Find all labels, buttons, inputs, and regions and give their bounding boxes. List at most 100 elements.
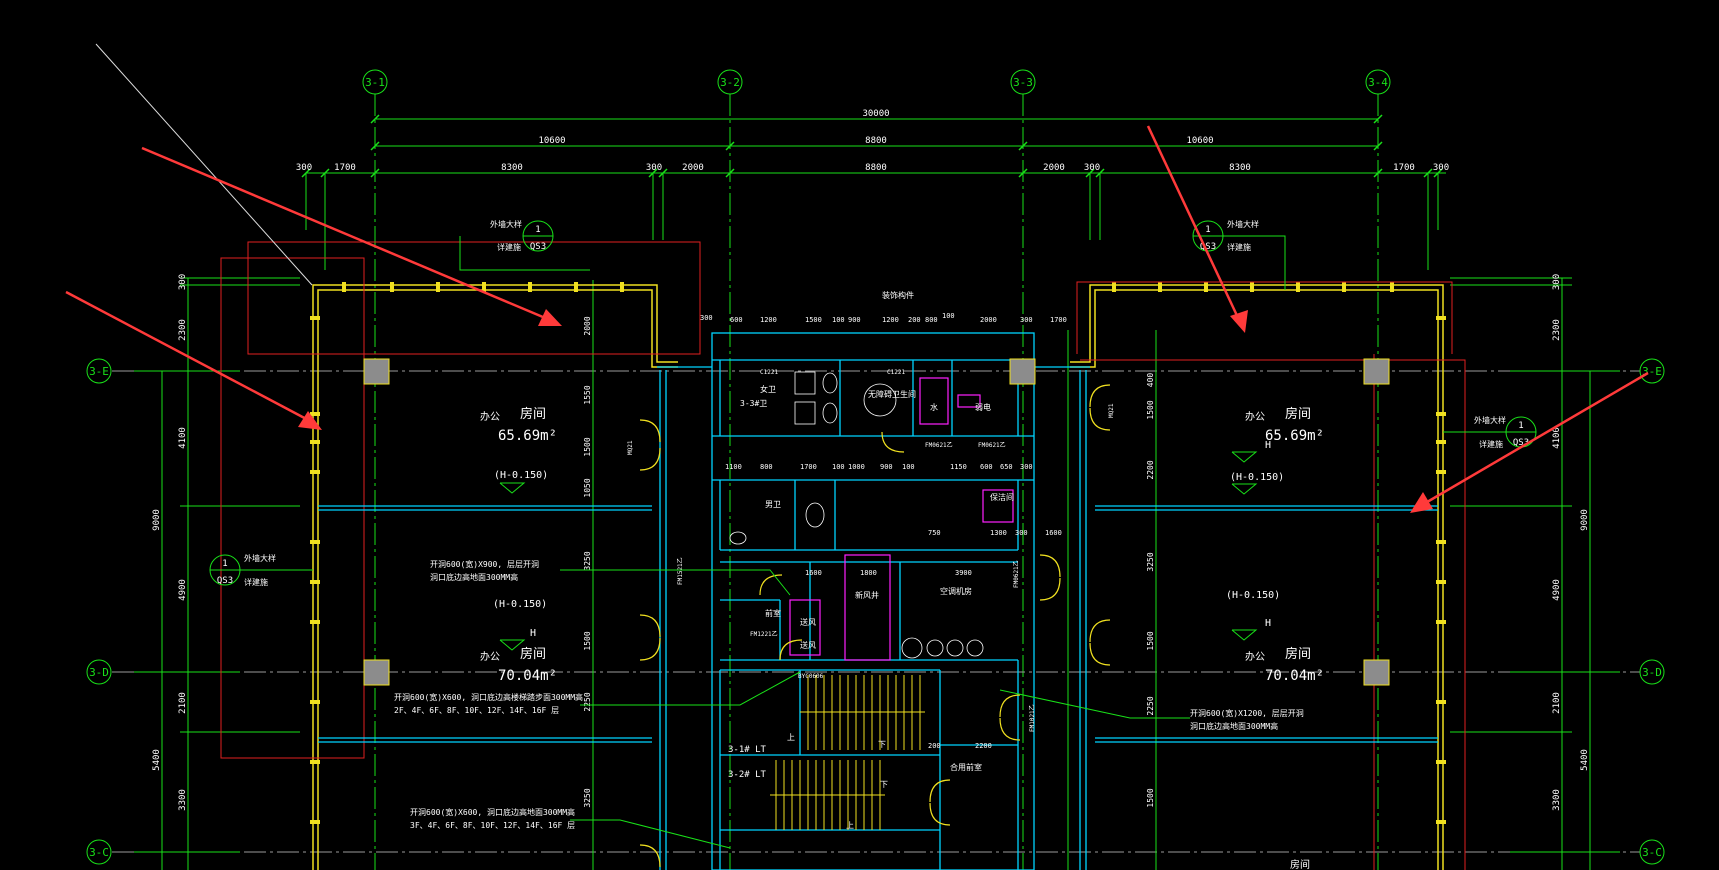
svg-text:600: 600 <box>730 316 743 324</box>
svg-text:无障碍卫生间: 无障碍卫生间 <box>868 389 916 399</box>
axis-bubble-3-1: 3-1 <box>362 69 388 95</box>
svg-text:MQ21: MQ21 <box>1108 403 1115 418</box>
svg-text:1500: 1500 <box>1146 631 1155 650</box>
svg-text:FM0621乙: FM0621乙 <box>1013 560 1020 588</box>
svg-text:1550: 1550 <box>583 385 592 404</box>
svg-text:750: 750 <box>928 529 941 537</box>
svg-text:3-1# LT: 3-1# LT <box>728 745 767 755</box>
svg-text:下: 下 <box>878 740 886 749</box>
annotation-arrows <box>65 125 1649 513</box>
svg-text:100: 100 <box>942 312 955 320</box>
svg-text:1600: 1600 <box>1045 529 1062 537</box>
svg-text:办公: 办公 <box>480 650 500 663</box>
wall-detail-callout-top-left: 1 QS3 外墙大样 详建施 <box>459 219 590 271</box>
svg-text:600: 600 <box>980 463 993 471</box>
note-opening-3: 开洞600(宽)X600, 洞口底边高地面300MM高 3F、4F、6F、8F、… <box>410 807 731 849</box>
svg-text:4100: 4100 <box>178 427 188 449</box>
svg-text:上: 上 <box>787 733 795 742</box>
svg-text:2200: 2200 <box>1146 460 1155 479</box>
svg-text:保洁间: 保洁间 <box>990 492 1014 502</box>
plumbing-fixtures <box>729 371 984 659</box>
svg-text:30000: 30000 <box>862 109 889 119</box>
svg-text:4900: 4900 <box>178 579 188 601</box>
svg-text:900: 900 <box>880 463 893 471</box>
svg-text:1100: 1100 <box>725 463 742 471</box>
top-dimension-text: 30000 10600 8800 10600 300 1700 8300 300… <box>296 109 1449 173</box>
svg-text:200: 200 <box>908 316 921 324</box>
svg-text:空调机房: 空调机房 <box>940 586 972 596</box>
svg-text:9000: 9000 <box>1580 509 1590 531</box>
svg-text:1150: 1150 <box>950 463 967 471</box>
magenta-fixtures <box>789 377 1014 661</box>
svg-text:FM0621乙: FM0621乙 <box>978 442 1006 449</box>
svg-text:4900: 4900 <box>1552 579 1562 601</box>
svg-text:1700: 1700 <box>334 163 356 173</box>
svg-text:外墙大样: 外墙大样 <box>490 219 522 229</box>
arrow-1 <box>141 146 562 326</box>
svg-text:3-2: 3-2 <box>720 76 740 89</box>
svg-text:8800: 8800 <box>865 136 887 146</box>
svg-text:900: 900 <box>848 316 861 324</box>
inner-dimension-text-right: 400 1500 2200 3250 1500 2250 1500 <box>1146 373 1155 808</box>
svg-text:300: 300 <box>700 314 713 322</box>
room-upper-right: 办公 房间 65.69m² H (H-0.150) <box>1230 406 1324 495</box>
svg-text:800: 800 <box>925 316 938 324</box>
svg-text:2100: 2100 <box>1552 692 1562 714</box>
svg-text:FM1521乙: FM1521乙 <box>677 557 684 585</box>
svg-text:下: 下 <box>880 780 888 789</box>
svg-text:外墙大样: 外墙大样 <box>1474 415 1506 425</box>
right-dimension-lines <box>1450 277 1620 870</box>
svg-text:详建施: 详建施 <box>244 577 268 587</box>
svg-text:MQ21: MQ21 <box>627 440 634 455</box>
svg-text:FM0621乙: FM0621乙 <box>925 442 953 449</box>
svg-text:2300: 2300 <box>1552 319 1562 341</box>
svg-text:开洞600(宽)X600, 洞口底边高地面300MM高: 开洞600(宽)X600, 洞口底边高地面300MM高 <box>410 807 575 817</box>
svg-text:1: 1 <box>1518 421 1523 431</box>
svg-text:详建施: 详建施 <box>1227 242 1251 252</box>
svg-text:300: 300 <box>296 163 312 173</box>
svg-text:送风: 送风 <box>800 640 816 650</box>
door-tags: MQ21 MQ21 FM0621乙 FM0621乙 FM1221乙 FM0621… <box>627 369 1115 732</box>
svg-text:详建施: 详建施 <box>497 242 521 252</box>
svg-text:3-C: 3-C <box>89 846 109 859</box>
room-lower-left: (H-0.150) H 办公 房间 70.04m² <box>480 599 557 684</box>
svg-text:FM1021乙: FM1021乙 <box>1029 704 1036 732</box>
svg-text:1: 1 <box>222 559 227 569</box>
svg-text:1200: 1200 <box>882 316 899 324</box>
svg-text:2100: 2100 <box>178 692 188 714</box>
svg-text:8300: 8300 <box>501 163 523 173</box>
svg-text:洞口底边高地面300MM高: 洞口底边高地面300MM高 <box>1190 721 1278 731</box>
svg-text:9000: 9000 <box>152 509 162 531</box>
svg-text:8800: 8800 <box>865 163 887 173</box>
svg-text:100: 100 <box>902 463 915 471</box>
svg-text:外墙大样: 外墙大样 <box>1227 219 1259 229</box>
wall-detail-callout-right: 1 QS3 外墙大样 详建施 <box>1443 415 1537 449</box>
core-labels: 装饰构件 女卫 3-3#卫 无障碍卫生间 水 弱电 男卫 保洁间 新风井 空调机… <box>728 290 1014 830</box>
axis-bubble-3-4: 3-4 <box>1365 69 1391 95</box>
svg-text:3-2# LT: 3-2# LT <box>728 770 767 780</box>
svg-text:1200: 1200 <box>760 316 777 324</box>
svg-text:办公: 办公 <box>1245 650 1265 663</box>
arrow-4 <box>1410 371 1649 513</box>
stair-treads <box>770 675 925 830</box>
inner-dimension-lines <box>592 280 1157 870</box>
svg-text:1500: 1500 <box>583 631 592 650</box>
room-upper-left: 办公 房间 65.69m² (H-0.150) <box>480 406 557 494</box>
svg-text:300: 300 <box>178 274 188 290</box>
svg-text:BYC0606: BYC0606 <box>798 673 824 680</box>
note-opening-4: 开洞600(宽)X1200, 层层开洞 洞口底边高地面300MM高 <box>999 689 1304 731</box>
axis-bubble-3-C-right: 3-C <box>1639 839 1665 865</box>
svg-text:详建施: 详建施 <box>1479 439 1503 449</box>
structural-columns <box>363 358 1390 686</box>
svg-text:C1221: C1221 <box>887 369 905 376</box>
svg-text:5400: 5400 <box>1580 749 1590 771</box>
svg-text:房间: 房间 <box>520 646 546 662</box>
inner-dimension-text-left: 2000 1550 1500 1050 3250 1500 2250 3250 <box>583 316 592 807</box>
svg-text:1700: 1700 <box>1393 163 1415 173</box>
svg-text:QS3: QS3 <box>217 576 233 586</box>
svg-text:(H-0.150): (H-0.150) <box>493 599 547 610</box>
note-opening-2: 开洞600(宽)X600, 洞口底边高楼梯踏步面300MM高 2F、4F、6F、… <box>394 671 801 715</box>
right-dimension-text: 300 2300 4100 4900 2100 3300 9000 5400 <box>1552 274 1590 811</box>
svg-text:开洞600(宽)X900, 层层开洞: 开洞600(宽)X900, 层层开洞 <box>430 559 539 569</box>
